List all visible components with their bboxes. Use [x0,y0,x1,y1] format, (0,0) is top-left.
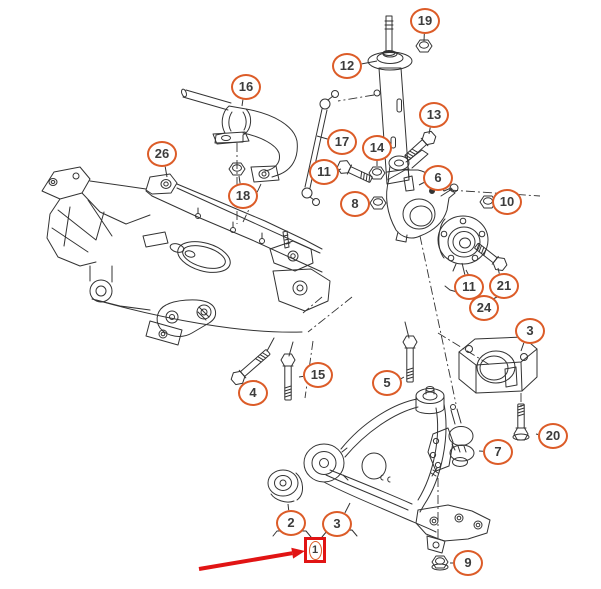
callout-20-19[interactable]: 20 [538,423,568,449]
callout-12-1[interactable]: 12 [332,53,362,79]
highlight-arrow-shaft [199,553,292,569]
bolt-15-drawing [280,353,296,401]
leader-line-3 [521,343,524,351]
callout-9-21[interactable]: 9 [453,550,483,576]
leader-lines-layer [165,34,538,569]
bolt-5-drawing [402,335,418,383]
wheel-hub-drawing [438,216,488,271]
leader-line-2 [288,504,289,510]
stabilizer-bar-drawing [181,88,298,182]
leader-line-18 [239,176,240,183]
bolt-11-drawing [335,157,375,187]
axis-lines [237,95,540,540]
callout-11-12[interactable]: 11 [454,274,484,300]
nut-14-drawing [368,166,386,180]
callout-3-18[interactable]: 3 [515,318,545,344]
leader-line-26 [165,167,167,177]
leader-line-5 [401,377,404,379]
callout-5-17[interactable]: 5 [372,370,402,396]
leader-line-21 [498,268,499,274]
callout-18-11[interactable]: 18 [228,183,258,209]
callout-14-5[interactable]: 14 [362,135,392,161]
knuckle-drawing [387,150,458,242]
leader-line-13 [429,128,430,134]
leader-line-20 [536,434,538,435]
bushing-drawing [268,470,303,502]
callout-19-0[interactable]: 19 [410,8,440,34]
leader-line-12 [362,61,377,64]
strut-drawing [368,16,414,191]
bushing-bracket-drawing [459,337,537,393]
control-arm-drawing [304,387,490,554]
group-brackets [267,286,517,537]
ball-joint-drawing [428,405,474,477]
callout-2-22[interactable]: 2 [276,510,306,536]
nut-8-drawing [369,196,387,210]
subframe-drawing [42,167,330,345]
leader-line-6 [419,183,424,186]
bolt-20-drawing [513,403,529,441]
highlight-arrow-head [291,547,305,559]
callout-8-7[interactable]: 8 [340,191,370,217]
highlighted-callout-1[interactable]: 1 [304,537,326,563]
leader-line-16 [242,100,243,106]
callout-15-16[interactable]: 15 [303,362,333,388]
callout-4-15[interactable]: 4 [238,380,268,406]
leader-line-11 [462,263,465,275]
callout-3-23[interactable]: 3 [322,511,352,537]
callout-11-6[interactable]: 11 [309,159,339,185]
callout-21-13[interactable]: 21 [489,273,519,299]
callout-13-3[interactable]: 13 [419,102,449,128]
callout-26-10[interactable]: 26 [147,141,177,167]
callout-7-20[interactable]: 7 [483,439,513,465]
callout-17-4[interactable]: 17 [327,129,357,155]
leader-line-11 [339,169,341,170]
highlighted-callout-label: 1 [308,540,322,560]
leader-line-3 [345,503,350,513]
callout-10-9[interactable]: 10 [492,189,522,215]
leader-line-17 [317,136,327,139]
stabilizer-link-drawing [302,91,339,206]
callout-16-2[interactable]: 16 [231,74,261,100]
nut-19-drawing [415,39,433,53]
callout-6-8[interactable]: 6 [423,165,453,191]
leader-line-15 [299,376,303,377]
nut-9-drawing [431,555,449,570]
callout-24-14[interactable]: 24 [469,295,499,321]
